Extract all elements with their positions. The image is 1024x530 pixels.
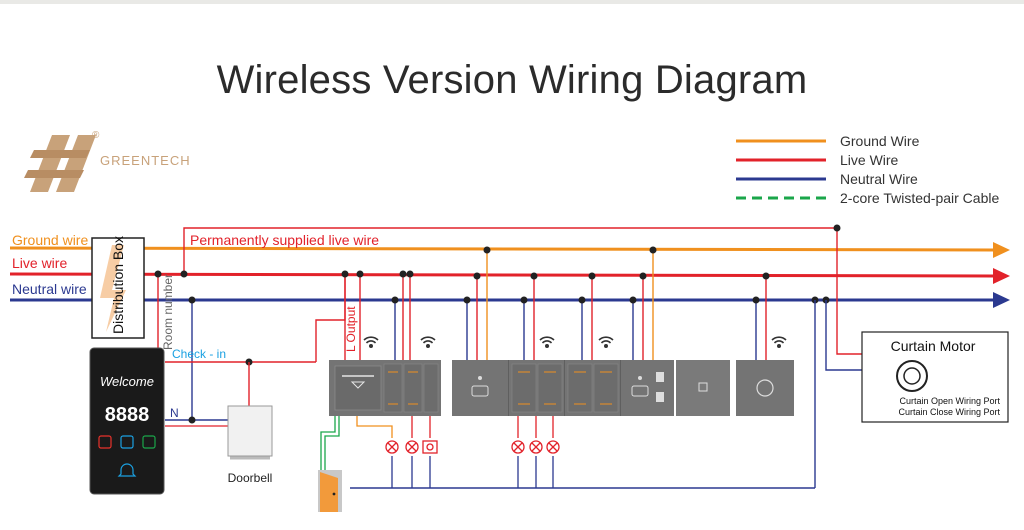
wifi-icons	[363, 336, 787, 348]
legend-neutral: Neutral Wire	[840, 171, 918, 187]
legend-ground: Ground Wire	[840, 133, 920, 149]
wifi-icon	[363, 336, 379, 348]
distribution-box: Distribution Box	[91, 236, 145, 339]
wifi-icon	[420, 336, 436, 348]
lamp-icons	[385, 440, 560, 454]
legend-live: Live Wire	[840, 152, 899, 168]
legend-twisted: 2-core Twisted-pair Cable	[840, 190, 999, 206]
permanent-live-label: Permanently supplied live wire	[190, 232, 379, 248]
lamps-wiring	[350, 416, 815, 489]
wifi-icon	[598, 336, 614, 348]
main-buses	[9, 242, 1010, 308]
registered-mark: ®	[92, 130, 100, 141]
blank-panel	[676, 360, 730, 416]
curtain-open-label: Curtain Open Wiring Port	[899, 396, 1000, 406]
doorplate-wiring: Check - in N	[154, 270, 346, 427]
n-label: N	[170, 406, 179, 420]
lamp-icon	[546, 440, 560, 454]
clean-icon	[142, 435, 156, 449]
welcome-text: Welcome	[100, 374, 154, 389]
socket-switch-panel	[452, 360, 674, 416]
curtain-motor: Curtain Motor Curtain Open Wiring Port C…	[861, 331, 1009, 423]
legend: Ground Wire Live Wire Neutral Wire 2-cor…	[736, 133, 999, 206]
lamp-icon	[385, 440, 399, 454]
wifi-icon	[539, 336, 555, 348]
door-contact	[318, 416, 342, 512]
doorbell: Doorbell	[227, 405, 273, 485]
doorplate: Welcome 8888	[89, 347, 165, 495]
doorbell-label: Doorbell	[228, 471, 273, 485]
diagram-title: Wireless Version Wiring Diagram	[216, 58, 808, 102]
doorplate-number: 8888	[105, 404, 150, 426]
neutral-wire-label: Neutral wire	[12, 281, 87, 297]
permanent-live-line: Permanently supplied live wire	[183, 224, 862, 355]
power-card-wiring: L Output	[341, 270, 414, 360]
lamp-icon	[529, 440, 543, 454]
live-wire-label: Live wire	[12, 255, 67, 271]
curtain-close-label: Curtain Close Wiring Port	[898, 407, 1000, 417]
lamp-icon	[405, 440, 419, 454]
wifi-icon	[771, 336, 787, 348]
service-icon	[120, 435, 134, 449]
check-in-label: Check - in	[172, 347, 226, 361]
bell-icon	[117, 463, 137, 477]
distribution-box-label: Distribution Box	[110, 236, 126, 334]
ground-wire-label: Ground wire	[12, 232, 88, 248]
l-output-label: L Output	[344, 306, 358, 352]
card-switch-panel	[329, 360, 441, 416]
curtain-switch-panel	[736, 360, 794, 416]
dnd-icon	[98, 435, 112, 449]
lamp-icon	[511, 440, 525, 454]
top-border	[0, 0, 1024, 4]
brand-logo: ® GREENTECH	[24, 130, 191, 192]
curtain-motor-title: Curtain Motor	[891, 338, 976, 354]
brand-name: GREENTECH	[100, 153, 191, 168]
room-number-label: Room number	[161, 274, 175, 350]
fan-icon	[422, 440, 438, 454]
socket-panel-wiring	[463, 246, 770, 360]
